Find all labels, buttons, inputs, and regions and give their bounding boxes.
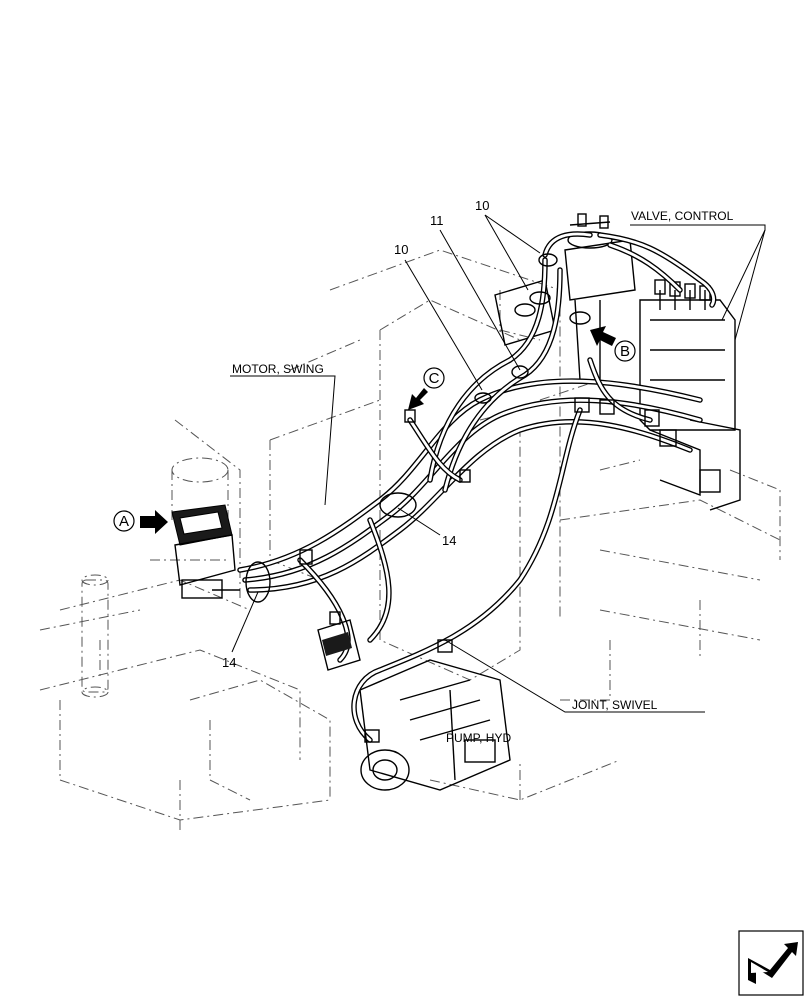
view-letter-c: C	[429, 370, 440, 387]
hydraulic-pump	[359, 659, 511, 791]
swing-pilot-block	[171, 504, 240, 599]
part-number-11: 11	[430, 213, 444, 228]
leader-lines	[230, 214, 766, 713]
view-arrow-a: A	[113, 510, 168, 534]
navigation-arrow-icon[interactable]	[738, 930, 804, 996]
view-marker-c	[423, 367, 445, 389]
part-number-14-right: 14	[442, 533, 456, 548]
view-letter-a: A	[119, 513, 129, 530]
view-arrow-b: B	[590, 326, 636, 362]
support-post	[81, 574, 109, 698]
part-number-14-left: 14	[222, 655, 236, 670]
part-number-10-top: 10	[475, 198, 489, 213]
swing-motor-valve	[317, 611, 361, 671]
view-letter-b: B	[620, 343, 630, 360]
label-pump-hyd: PUMP, HYD	[446, 731, 511, 745]
label-joint-swivel: JOINT, SWIVEL	[572, 698, 658, 712]
machine-frame-outline	[39, 249, 781, 830]
view-direction-arrow-icon	[408, 388, 428, 410]
label-valve-control: VALVE, CONTROL	[631, 209, 734, 223]
label-motor-swing: MOTOR, SWING	[232, 362, 324, 376]
hose-bundle	[237, 231, 717, 743]
view-direction-arrow-icon	[590, 326, 616, 346]
part-number-10-mid: 10	[394, 242, 408, 257]
view-marker-b	[614, 340, 636, 362]
view-arrow-c: C	[408, 367, 445, 410]
view-direction-arrow-icon	[140, 510, 168, 534]
view-marker-a	[113, 510, 135, 532]
